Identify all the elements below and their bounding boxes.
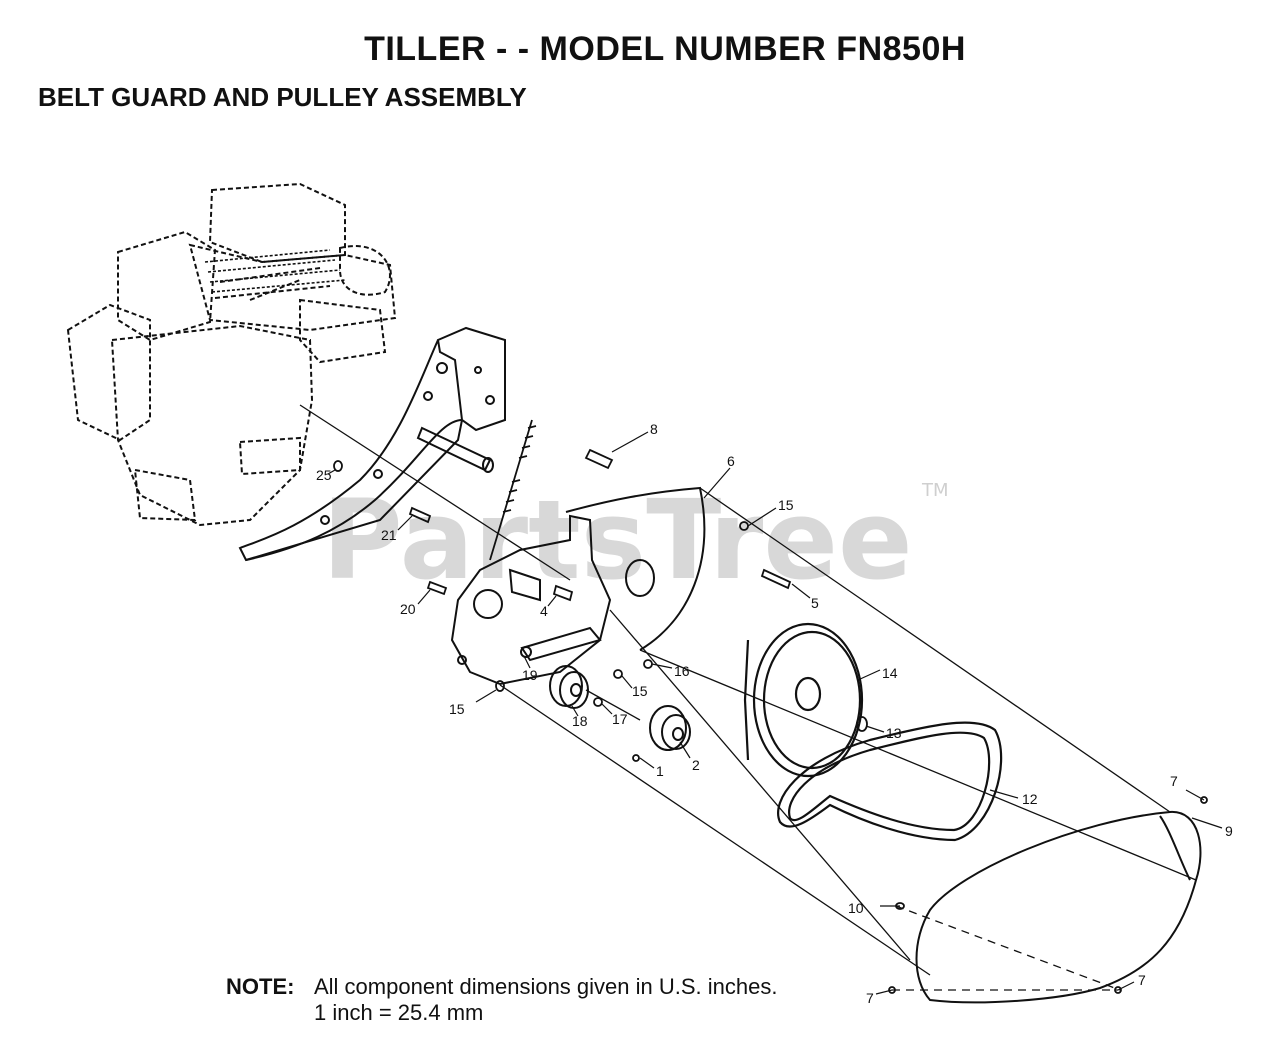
callout-25: 25 (316, 467, 332, 483)
assembly-lines (299, 404, 1197, 991)
callout-21: 21 (381, 527, 397, 543)
callout-7: 7 (1170, 773, 1178, 789)
large-pulley (743, 622, 864, 778)
callout-15c: 15 (449, 701, 465, 717)
callout-20: 20 (400, 601, 416, 617)
callout-12: 12 (1022, 791, 1038, 807)
page-title: TILLER - - MODEL NUMBER FN850H (364, 30, 966, 68)
callout-5: 5 (811, 595, 819, 611)
v-belt (777, 721, 1003, 842)
callout-6: 6 (727, 453, 735, 469)
callout-2: 2 (692, 757, 700, 773)
callout-16: 16 (674, 663, 690, 679)
hardware-parts (333, 448, 1208, 994)
callout-1: 1 (656, 763, 664, 779)
callout-4: 4 (540, 603, 548, 619)
callout-15: 15 (778, 497, 794, 513)
callout-15b: 15 (632, 683, 648, 699)
belt-guard-backplate (450, 514, 612, 686)
callout-9: 9 (1225, 823, 1233, 839)
watermark-trademark: TM (921, 480, 949, 501)
callout-17: 17 (612, 711, 628, 727)
leader-lines (327, 431, 1223, 995)
watermark-text: PartsTree (322, 476, 913, 604)
outer-belt-guard (915, 810, 1202, 1004)
engine-fins (204, 249, 346, 293)
engine-outline (66, 182, 397, 527)
idler-pulley (549, 665, 589, 709)
drive-shaft (416, 426, 494, 473)
dimension-note: NOTE: All component dimensions given in U… (226, 974, 777, 1026)
tension-spring (489, 419, 537, 561)
frame-bracket (238, 326, 506, 562)
note-line-1: All component dimensions given in U.S. i… (314, 974, 778, 999)
callout-7c: 7 (866, 990, 874, 1006)
callout-18: 18 (572, 713, 588, 729)
section-subtitle: BELT GUARD AND PULLEY ASSEMBLY (38, 82, 527, 112)
callout-19: 19 (522, 667, 538, 683)
note-line-2: 1 inch = 25.4 mm (314, 1000, 484, 1025)
drive-pulley (649, 705, 691, 751)
callout-13: 13 (886, 725, 902, 741)
note-label: NOTE: (226, 974, 295, 999)
key-13 (856, 716, 868, 732)
belt-cover (565, 486, 706, 651)
callout-7b: 7 (1138, 972, 1146, 988)
callout-10: 10 (848, 900, 864, 916)
callout-14: 14 (882, 665, 898, 681)
callout-8: 8 (650, 421, 658, 437)
